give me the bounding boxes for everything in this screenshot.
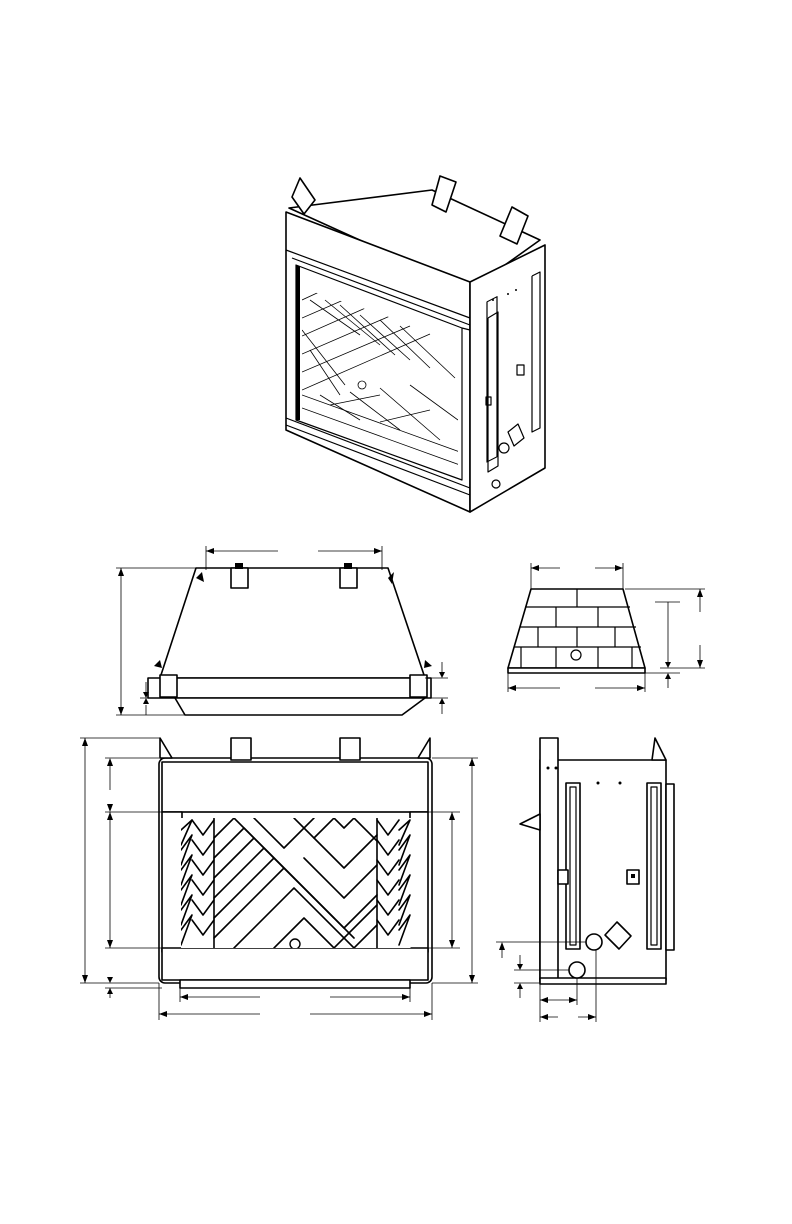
front-firebox-brick bbox=[181, 818, 411, 949]
isometric-view bbox=[286, 176, 545, 512]
top-body bbox=[160, 568, 425, 678]
top-view bbox=[116, 546, 448, 715]
iso-side-face bbox=[470, 245, 545, 512]
rear-view bbox=[508, 563, 705, 692]
side-view bbox=[496, 738, 674, 1022]
front-view bbox=[80, 738, 478, 1020]
